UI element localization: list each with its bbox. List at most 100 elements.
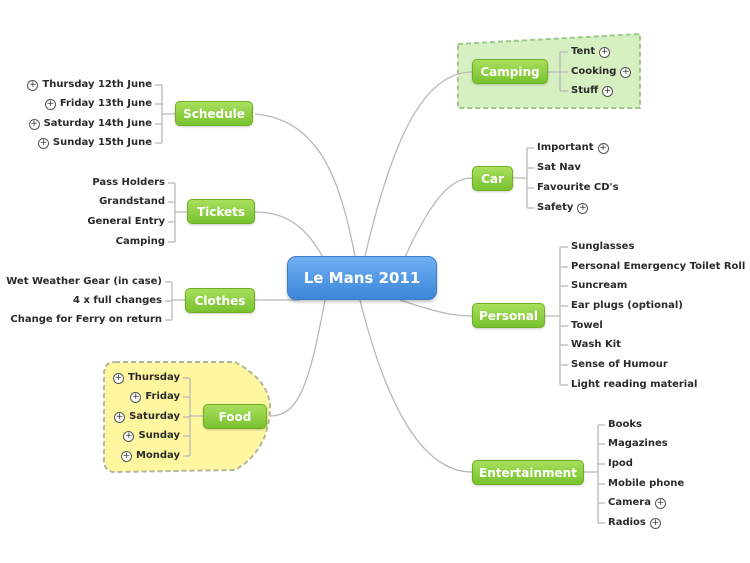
connector-lines: [155, 51, 605, 524]
food-item-label: Sunday: [138, 430, 180, 441]
car-item-label: Safety: [537, 202, 574, 213]
expand-plus-icon[interactable]: +: [597, 142, 609, 154]
entertainment-item-label: Mobile phone: [608, 478, 685, 489]
camping-item-label: Tent: [571, 46, 596, 57]
tickets-item-label: Camping: [115, 236, 165, 247]
central-topic[interactable]: Le Mans 2011: [287, 256, 437, 300]
expand-plus-icon[interactable]: +: [599, 46, 611, 58]
expand-plus-icon[interactable]: +: [28, 118, 40, 130]
food-item[interactable]: +Friday: [100, 390, 180, 404]
entertainment-item[interactable]: Books: [608, 418, 642, 432]
entertainment-item[interactable]: Camera+: [608, 496, 666, 510]
topic-car[interactable]: Car: [472, 166, 513, 191]
clothes-item[interactable]: 4 x full changes: [0, 294, 162, 308]
clothes-item-label: 4 x full changes: [73, 295, 162, 306]
car-item[interactable]: Sat Nav: [537, 161, 581, 175]
entertainment-item[interactable]: Magazines: [608, 437, 668, 451]
expand-plus-icon[interactable]: +: [649, 517, 661, 529]
entertainment-item-label: Camera: [608, 497, 651, 508]
clothes-item-label: Change for Ferry on return: [10, 314, 162, 325]
topic-tickets[interactable]: Tickets: [187, 199, 255, 224]
schedule-item-label: Saturday 14th June: [43, 118, 152, 129]
schedule-item[interactable]: +Friday 13th June: [0, 97, 152, 111]
topic-schedule[interactable]: Schedule: [175, 101, 253, 126]
tickets-item[interactable]: Camping: [0, 235, 165, 249]
personal-item[interactable]: Sense of Humour: [571, 358, 668, 372]
topic-entertainment[interactable]: Entertainment: [472, 460, 584, 485]
personal-item[interactable]: Sunglasses: [571, 240, 634, 254]
personal-item-label: Sunglasses: [571, 241, 635, 252]
camping-item-label: Stuff: [571, 85, 599, 96]
personal-item[interactable]: Wash Kit: [571, 338, 621, 352]
car-item[interactable]: Important+: [537, 141, 609, 155]
entertainment-item[interactable]: Radios+: [608, 516, 661, 530]
expand-plus-icon[interactable]: +: [120, 450, 132, 462]
topic-camping[interactable]: Camping: [472, 59, 548, 84]
personal-item[interactable]: Suncream: [571, 279, 627, 293]
expand-plus-icon[interactable]: +: [130, 391, 142, 403]
clothes-item[interactable]: Change for Ferry on return: [0, 313, 162, 327]
topic-food[interactable]: Food: [203, 404, 267, 429]
food-item-label: Monday: [135, 450, 180, 461]
entertainment-item-label: Radios: [608, 517, 646, 528]
personal-item-label: Wash Kit: [571, 339, 621, 350]
expand-plus-icon[interactable]: +: [123, 430, 135, 442]
expand-plus-icon[interactable]: +: [620, 66, 632, 78]
tickets-item[interactable]: General Entry: [0, 215, 165, 229]
schedule-item[interactable]: +Thursday 12th June: [0, 78, 152, 92]
tickets-item[interactable]: Pass Holders: [0, 176, 165, 190]
entertainment-item-label: Magazines: [608, 438, 668, 449]
schedule-item[interactable]: +Sunday 15th June: [0, 136, 152, 150]
food-item[interactable]: +Monday: [100, 449, 180, 463]
expand-plus-icon[interactable]: +: [44, 98, 56, 110]
schedule-item-label: Sunday 15th June: [52, 137, 152, 148]
car-item-label: Important: [537, 142, 594, 153]
expand-plus-icon[interactable]: +: [27, 79, 39, 91]
expand-plus-icon[interactable]: +: [37, 137, 49, 149]
topic-personal[interactable]: Personal: [472, 303, 545, 328]
camping-callout-shape: [457, 32, 641, 109]
schedule-item-label: Thursday 12th June: [42, 79, 152, 90]
expand-plus-icon[interactable]: +: [654, 497, 666, 509]
food-item[interactable]: +Thursday: [100, 371, 180, 385]
camping-item[interactable]: Tent+: [571, 45, 611, 59]
schedule-item-label: Friday 13th June: [59, 98, 152, 109]
personal-item[interactable]: Towel: [571, 319, 603, 333]
expand-plus-icon[interactable]: +: [577, 202, 589, 214]
expand-plus-icon[interactable]: +: [112, 372, 124, 384]
personal-item[interactable]: Light reading material: [571, 378, 697, 392]
food-item-label: Friday: [145, 391, 180, 402]
food-item-label: Saturday: [129, 411, 180, 422]
food-item[interactable]: +Sunday: [100, 429, 180, 443]
clothes-item-label: Wet Weather Gear (in case): [6, 276, 162, 287]
entertainment-item[interactable]: Ipod: [608, 457, 633, 471]
entertainment-item[interactable]: Mobile phone: [608, 477, 684, 491]
personal-item[interactable]: Ear plugs (optional): [571, 299, 683, 313]
expand-plus-icon[interactable]: +: [114, 411, 126, 423]
personal-item-label: Ear plugs (optional): [571, 300, 683, 311]
entertainment-item-label: Books: [608, 419, 642, 430]
tickets-item-label: Grandstand: [99, 196, 165, 207]
car-item-label: Sat Nav: [537, 162, 581, 173]
personal-item-label: Sense of Humour: [571, 359, 668, 370]
tickets-item-label: General Entry: [87, 216, 165, 227]
personal-item[interactable]: Personal Emergency Toilet Roll: [571, 260, 745, 274]
topic-clothes[interactable]: Clothes: [185, 288, 255, 313]
personal-item-label: Towel: [571, 320, 603, 331]
camping-item[interactable]: Cooking+: [571, 65, 632, 79]
personal-item-label: Personal Emergency Toilet Roll: [571, 261, 746, 272]
car-item[interactable]: Favourite CD's: [537, 181, 619, 195]
camping-item[interactable]: Stuff+: [571, 84, 614, 98]
personal-item-label: Light reading material: [571, 379, 698, 390]
tickets-item-label: Pass Holders: [92, 177, 165, 188]
clothes-item[interactable]: Wet Weather Gear (in case): [0, 275, 162, 289]
car-item[interactable]: Safety+: [537, 201, 589, 215]
entertainment-item-label: Ipod: [608, 458, 633, 469]
car-item-label: Favourite CD's: [537, 182, 619, 193]
food-item[interactable]: +Saturday: [100, 410, 180, 424]
expand-plus-icon[interactable]: +: [602, 85, 614, 97]
food-item-label: Thursday: [127, 372, 180, 383]
schedule-item[interactable]: +Saturday 14th June: [0, 117, 152, 131]
tickets-item[interactable]: Grandstand: [0, 195, 165, 209]
